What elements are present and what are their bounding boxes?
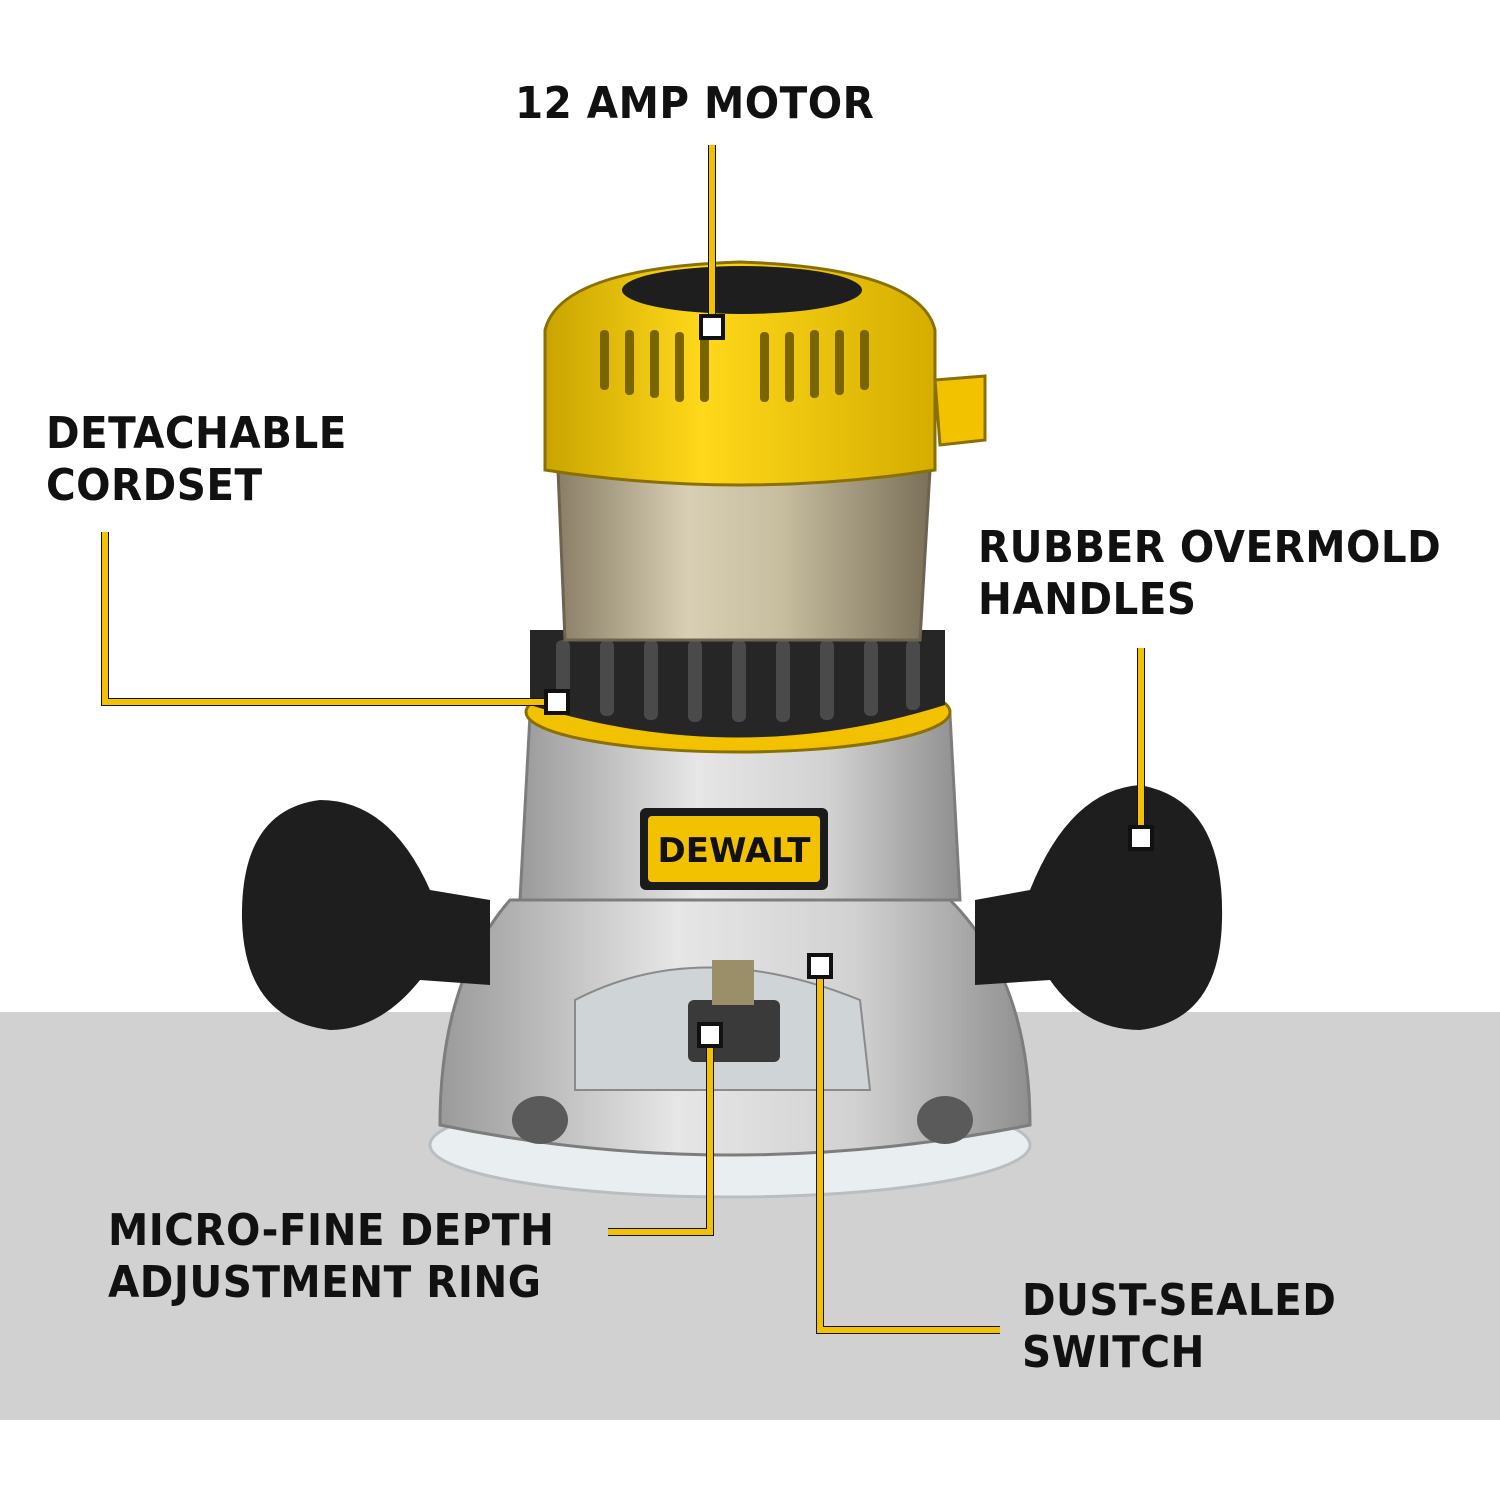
callout-label-motor: 12 AMP MOTOR [515,78,874,130]
callout-text: RUBBER OVERMOLD [978,522,1442,573]
callout-text: DETACHABLE [46,408,347,459]
callout-text: ADJUSTMENT RING [108,1257,542,1308]
callout-text: CORDSET [46,460,263,511]
base-hole-right [917,1096,973,1144]
callout-marker-depth [697,1022,723,1048]
left-handle [241,800,490,1030]
right-handle [975,785,1223,1030]
motor-body [556,468,932,642]
cordset-latch [933,374,987,447]
motor-vents [600,330,869,402]
callout-label-switch: DUST-SEALED SWITCH [1022,1275,1336,1379]
callout-marker-switch [807,953,833,979]
callout-text: HANDLES [978,574,1197,625]
callout-marker-motor [699,314,725,340]
callout-label-cordset: DETACHABLE CORDSET [46,408,347,512]
collet-shaft [712,960,754,1005]
motor-label [622,266,862,314]
motor-cap [543,260,937,487]
base-hole-left [512,1096,568,1144]
callout-marker-cordset [544,689,570,715]
dewalt-logo-text: DEWALT [658,831,812,871]
ring-grip-ribs [556,640,920,722]
callout-text: SWITCH [1022,1327,1205,1378]
callout-label-depth: MICRO-FINE DEPTH ADJUSTMENT RING [108,1205,554,1309]
callout-text: 12 AMP MOTOR [515,78,875,129]
callout-marker-handles [1128,825,1154,851]
callout-text: MICRO-FINE DEPTH [108,1205,555,1256]
callout-lines [101,145,1145,1334]
callout-label-handles: RUBBER OVERMOLD HANDLES [978,522,1441,626]
callout-text: DUST-SEALED [1022,1275,1337,1326]
